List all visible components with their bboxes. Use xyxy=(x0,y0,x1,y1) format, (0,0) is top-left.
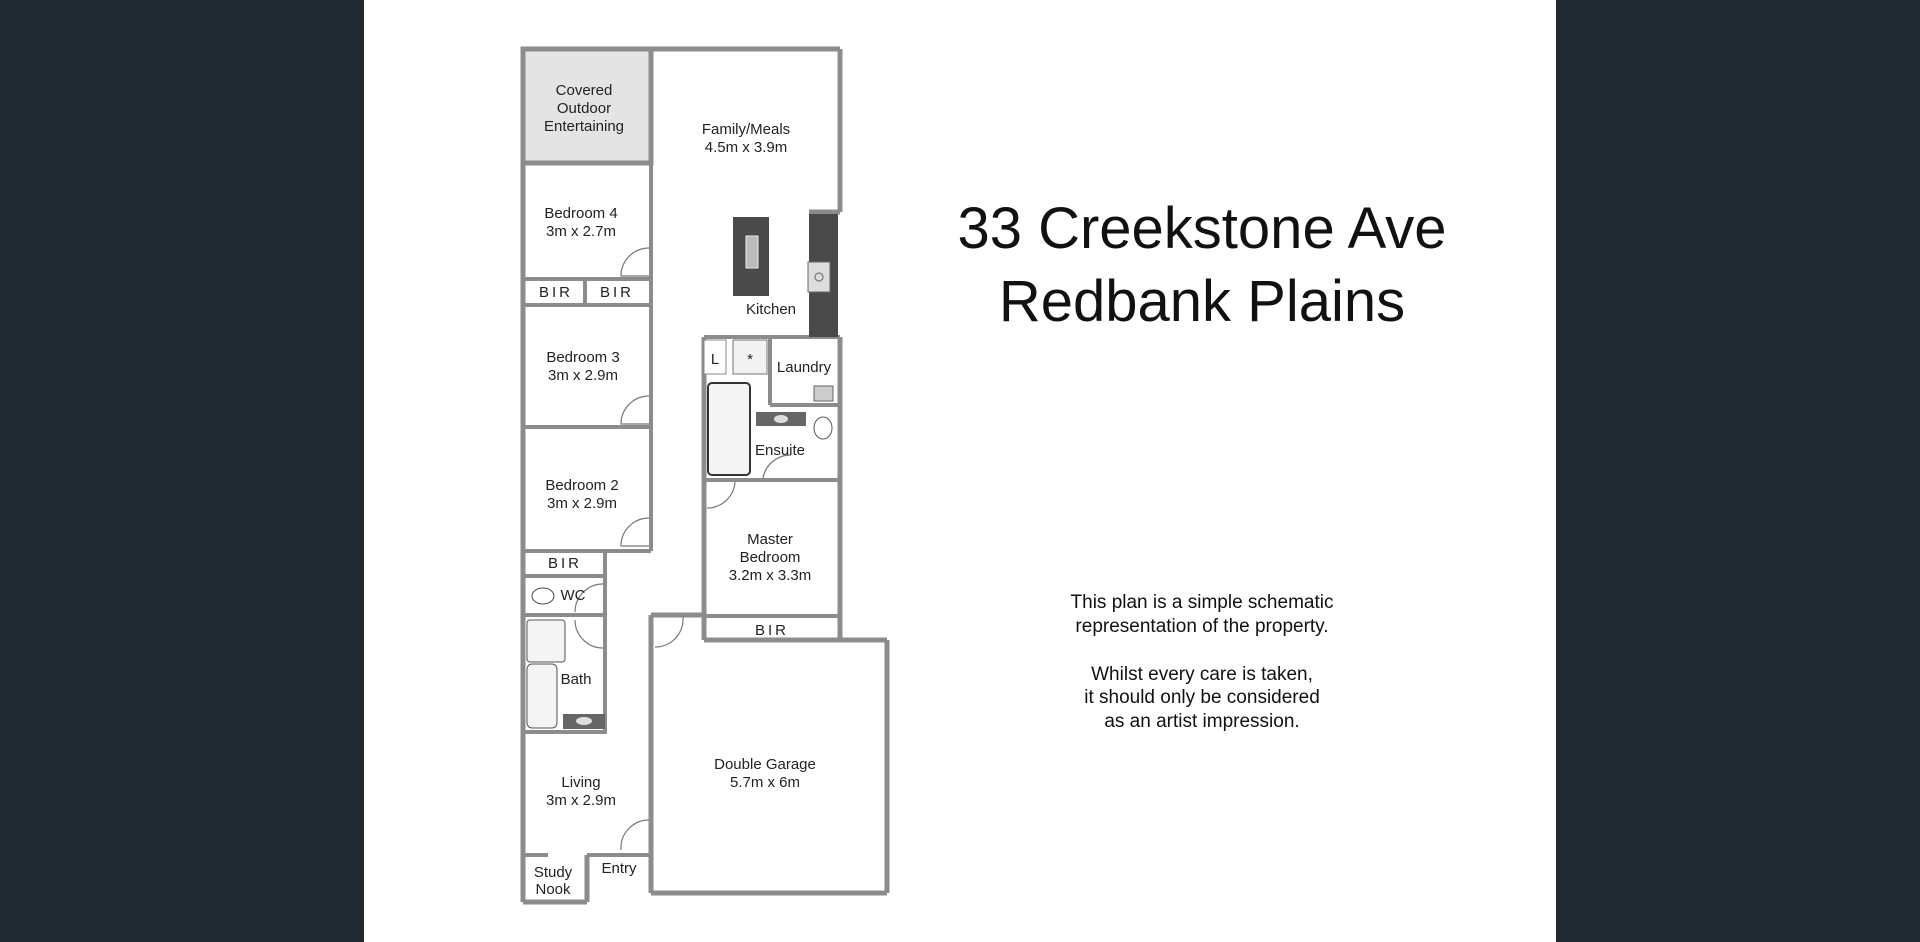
laundry-tub-icon xyxy=(813,385,834,402)
bedroom4-label: Bedroom 4 xyxy=(544,205,617,222)
bathtub-icon xyxy=(707,382,751,476)
washing-machine-icon xyxy=(732,339,768,375)
bath-basin-icon xyxy=(576,717,592,725)
bedroom4-dims: 3m x 2.7m xyxy=(546,223,616,240)
bedroom3-dims: 3m x 2.9m xyxy=(548,367,618,384)
bir-label: BIR xyxy=(600,284,634,301)
bedroom3-label: Bedroom 3 xyxy=(546,349,619,366)
entry-label: Entry xyxy=(601,860,637,877)
bir-label: BIR xyxy=(539,284,573,301)
property-title-suburb: Redbank Plains xyxy=(999,269,1405,334)
shower-icon xyxy=(526,619,566,663)
outdoor-label-3: Entertaining xyxy=(544,118,624,135)
bath-tub-icon xyxy=(526,663,558,729)
study-label-1: Study xyxy=(534,864,573,881)
garage-dims: 5.7m x 6m xyxy=(730,774,800,791)
toilet-icon xyxy=(813,416,833,440)
sink-icon xyxy=(745,235,759,269)
study-label-2: Nook xyxy=(535,881,571,898)
disclaimer-line: representation of the property. xyxy=(1075,616,1328,637)
basin-icon xyxy=(774,415,788,423)
master-dims: 3.2m x 3.3m xyxy=(729,567,812,584)
outdoor-label-2: Outdoor xyxy=(557,100,611,117)
ensuite-label: Ensuite xyxy=(755,442,805,459)
door-swings xyxy=(574,247,792,851)
master-label-2: Bedroom xyxy=(740,549,801,566)
disclaimer-line: it should only be considered xyxy=(1084,687,1320,708)
family-label: Family/Meals xyxy=(702,121,790,138)
disclaimer-line: This plan is a simple schematic xyxy=(1071,592,1334,613)
walls xyxy=(520,46,890,905)
disclaimer-line: as an artist impression. xyxy=(1104,711,1299,732)
wc-toilet-icon xyxy=(531,587,555,605)
living-dims: 3m x 2.9m xyxy=(546,792,616,809)
living-label: Living xyxy=(561,774,600,791)
linen-cupboard xyxy=(703,339,727,375)
kitchen-label: Kitchen xyxy=(746,301,796,318)
linen-label: L xyxy=(711,351,719,368)
bath-label: Bath xyxy=(561,671,592,688)
burner-icon xyxy=(814,272,824,282)
outdoor-area-fill xyxy=(525,51,649,162)
garage-label: Double Garage xyxy=(714,756,816,773)
bir-label: BIR xyxy=(548,555,582,572)
washer-asterisk: * xyxy=(747,351,753,368)
wc-label: WC xyxy=(561,587,586,604)
outdoor-label-1: Covered xyxy=(556,82,613,99)
master-label-1: Master xyxy=(747,531,793,548)
disclaimer-line: Whilst every care is taken, xyxy=(1091,664,1313,685)
bir-label: BIR xyxy=(755,622,789,639)
family-dims: 4.5m x 3.9m xyxy=(705,139,788,156)
laundry-label: Laundry xyxy=(777,359,832,376)
property-title-street: 33 Creekstone Ave xyxy=(957,196,1446,261)
bedroom2-dims: 3m x 2.9m xyxy=(547,495,617,512)
bedroom2-label: Bedroom 2 xyxy=(545,477,618,494)
cooktop-icon xyxy=(807,261,831,293)
